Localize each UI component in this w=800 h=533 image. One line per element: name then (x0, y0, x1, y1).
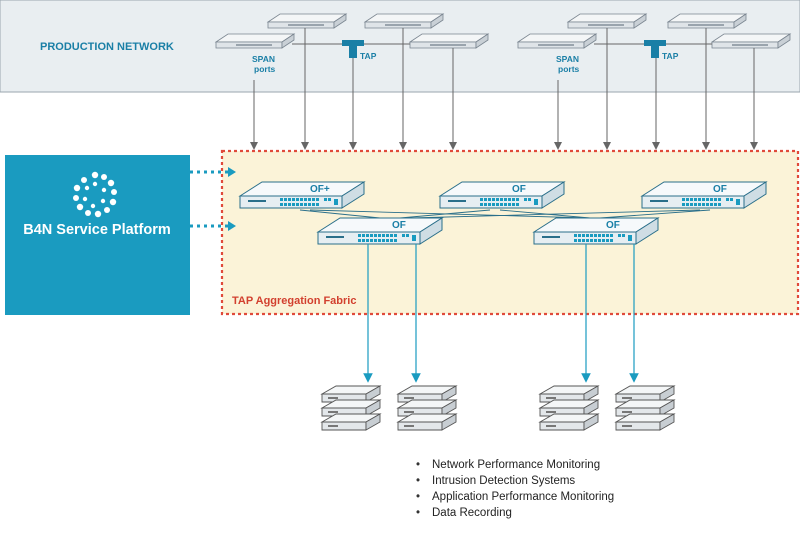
production-switch (409, 33, 489, 49)
tap-label-left: TAP (360, 51, 377, 61)
tool-server-stack (540, 386, 598, 430)
tool-server-stack (398, 386, 456, 430)
fabric-links (299, 209, 711, 219)
of-switch-4: OF (317, 217, 443, 245)
b4n-service-platform (5, 155, 190, 315)
svg-text:OF: OF (713, 184, 727, 195)
list-item: Network Performance Monitoring (414, 457, 614, 473)
svg-text:OF: OF (606, 220, 620, 231)
egress-arrows (363, 244, 639, 383)
production-switch (667, 13, 747, 29)
svg-text:OF: OF (392, 220, 406, 231)
control-arrowhead (228, 167, 236, 177)
ingress-arrows (250, 28, 758, 150)
list-item: Application Performance Monitoring (414, 489, 614, 505)
svg-text:OF: OF (512, 184, 526, 195)
monitoring-tools-list: Network Performance Monitoring Intrusion… (414, 457, 614, 521)
tap-device-left (342, 40, 364, 58)
of-switch-2: OF (439, 181, 565, 209)
list-item: Intrusion Detection Systems (414, 473, 614, 489)
tap-label-right: TAP (662, 51, 679, 61)
production-switch (267, 13, 347, 29)
list-item: Data Recording (414, 505, 614, 521)
production-switch (711, 33, 791, 49)
production-network-title: PRODUCTION NETWORK (40, 41, 174, 53)
platform-logo-icon (73, 171, 117, 218)
platform-name: B4N Service Platform (23, 222, 170, 238)
control-arrowhead (228, 221, 236, 231)
of-switch-1: OF+ (239, 181, 365, 209)
of-switch-5: OF (533, 217, 659, 245)
tap-device-right (644, 40, 666, 58)
span-ports-label-right: SPAN ports (556, 54, 581, 74)
span-ports-label-left: SPAN ports (252, 54, 277, 74)
production-switch (517, 33, 597, 49)
svg-text:OF+: OF+ (310, 184, 330, 195)
tool-server-stack (322, 386, 380, 430)
production-switch (567, 13, 647, 29)
tool-server-stack (616, 386, 674, 430)
of-switch-3: OF (641, 181, 767, 209)
production-switch (364, 13, 444, 29)
production-switch (215, 33, 295, 49)
tap-aggregation-fabric (220, 149, 800, 316)
fabric-label: TAP Aggregation Fabric (232, 295, 356, 307)
